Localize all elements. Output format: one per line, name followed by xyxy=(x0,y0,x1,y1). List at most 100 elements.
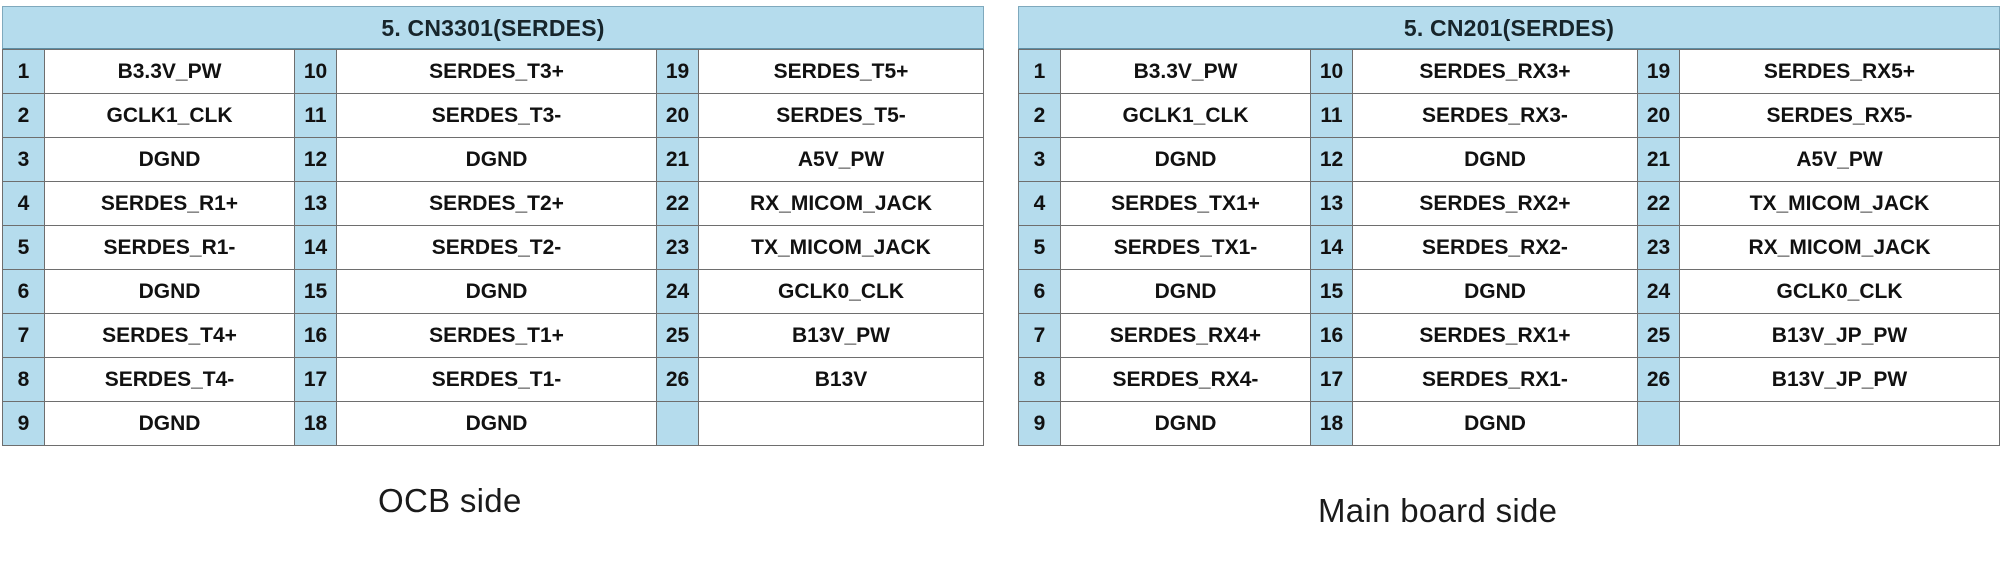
pin-number-cell: 10 xyxy=(1310,49,1353,95)
pin-number-cell: 10 xyxy=(294,49,337,95)
pin-signal-cell: SERDES_R1- xyxy=(44,225,295,271)
pin-signal-cell: SERDES_R1+ xyxy=(44,181,295,227)
pin-signal-cell: B13V_JP_PW xyxy=(1679,313,2000,359)
pin-signal-cell: SERDES_T5- xyxy=(698,93,984,139)
pin-number-cell: 17 xyxy=(1310,357,1353,403)
pin-number-cell: 19 xyxy=(656,49,699,95)
table-title-cn3301: 5. CN3301(SERDES) xyxy=(2,6,984,50)
pin-signal-cell: TX_MICOM_JACK xyxy=(1679,181,2000,227)
pin-number-cell: 11 xyxy=(1310,93,1353,139)
pin-signal-cell: SERDES_RX3+ xyxy=(1352,49,1638,95)
pin-signal-cell: DGND xyxy=(44,137,295,183)
pin-signal-cell: DGND xyxy=(1352,137,1638,183)
pin-number-cell: 15 xyxy=(1310,269,1353,315)
pin-signal-cell: A5V_PW xyxy=(1679,137,2000,183)
pin-number-cell: 15 xyxy=(294,269,337,315)
pin-number-cell: 24 xyxy=(1637,269,1680,315)
pin-number-cell: 3 xyxy=(1018,137,1061,183)
pin-signal-cell: DGND xyxy=(1060,401,1311,447)
pin-signal-cell xyxy=(1679,401,2000,447)
pin-signal-cell: SERDES_RX1+ xyxy=(1352,313,1638,359)
pin-number-cell: 25 xyxy=(656,313,699,359)
pin-number-cell: 4 xyxy=(2,181,45,227)
pin-signal-cell: SERDES_RX3- xyxy=(1352,93,1638,139)
pin-signal-cell: SERDES_T2+ xyxy=(336,181,657,227)
pin-signal-cell: GCLK0_CLK xyxy=(698,269,984,315)
pin-number-cell: 26 xyxy=(1637,357,1680,403)
pin-signal-cell: DGND xyxy=(1352,269,1638,315)
pin-signal-cell: SERDES_T4- xyxy=(44,357,295,403)
table-title-cn201: 5. CN201(SERDES) xyxy=(1018,6,2000,50)
pin-signal-cell: TX_MICOM_JACK xyxy=(698,225,984,271)
pin-number-cell: 7 xyxy=(1018,313,1061,359)
pin-signal-cell: SERDES_RX5- xyxy=(1679,93,2000,139)
pin-number-cell: 5 xyxy=(1018,225,1061,271)
pin-signal-cell: SERDES_RX5+ xyxy=(1679,49,2000,95)
pin-number-cell: 5 xyxy=(2,225,45,271)
pin-signal-cell: SERDES_T1+ xyxy=(336,313,657,359)
pin-signal-cell: SERDES_T5+ xyxy=(698,49,984,95)
pin-signal-cell: SERDES_T2- xyxy=(336,225,657,271)
pin-signal-cell: B13V_PW xyxy=(698,313,984,359)
pin-signal-cell: SERDES_TX1- xyxy=(1060,225,1311,271)
pin-number-cell: 21 xyxy=(656,137,699,183)
pin-number-cell: 23 xyxy=(656,225,699,271)
pin-number-cell: 25 xyxy=(1637,313,1680,359)
pin-signal-cell: SERDES_RX1- xyxy=(1352,357,1638,403)
pin-number-cell: 20 xyxy=(1637,93,1680,139)
pin-number-cell: 18 xyxy=(1310,401,1353,447)
pin-signal-cell: DGND xyxy=(1060,269,1311,315)
pin-signal-cell: GCLK1_CLK xyxy=(1060,93,1311,139)
pin-signal-cell: SERDES_RX4- xyxy=(1060,357,1311,403)
pin-number-cell xyxy=(656,401,699,447)
pin-number-cell: 17 xyxy=(294,357,337,403)
pin-signal-cell xyxy=(698,401,984,447)
pin-signal-cell: DGND xyxy=(336,269,657,315)
pin-number-cell: 2 xyxy=(2,93,45,139)
pin-number-cell: 4 xyxy=(1018,181,1061,227)
pin-number-cell: 3 xyxy=(2,137,45,183)
pin-number-cell xyxy=(1637,401,1680,447)
pin-number-cell: 2 xyxy=(1018,93,1061,139)
pin-number-cell: 14 xyxy=(1310,225,1353,271)
pin-number-cell: 8 xyxy=(2,357,45,403)
pin-number-cell: 6 xyxy=(1018,269,1061,315)
pin-signal-cell: SERDES_T3+ xyxy=(336,49,657,95)
caption-main-board-side: Main board side xyxy=(1318,492,1558,529)
pin-number-cell: 7 xyxy=(2,313,45,359)
pin-signal-cell: DGND xyxy=(336,401,657,447)
pin-number-cell: 1 xyxy=(2,49,45,95)
pin-signal-cell: DGND xyxy=(44,269,295,315)
pin-number-cell: 13 xyxy=(1310,181,1353,227)
pin-signal-cell: RX_MICOM_JACK xyxy=(698,181,984,227)
pin-number-cell: 8 xyxy=(1018,357,1061,403)
pin-number-cell: 1 xyxy=(1018,49,1061,95)
pin-signal-cell: SERDES_T3- xyxy=(336,93,657,139)
pin-signal-cell: SERDES_RX2+ xyxy=(1352,181,1638,227)
pin-signal-cell: A5V_PW xyxy=(698,137,984,183)
pin-signal-cell: RX_MICOM_JACK xyxy=(1679,225,2000,271)
pin-signal-cell: SERDES_T1- xyxy=(336,357,657,403)
pin-signal-cell: B3.3V_PW xyxy=(1060,49,1311,95)
caption-ocb-side: OCB side xyxy=(378,482,522,519)
pin-number-cell: 14 xyxy=(294,225,337,271)
pin-number-cell: 16 xyxy=(294,313,337,359)
pin-signal-cell: SERDES_TX1+ xyxy=(1060,181,1311,227)
